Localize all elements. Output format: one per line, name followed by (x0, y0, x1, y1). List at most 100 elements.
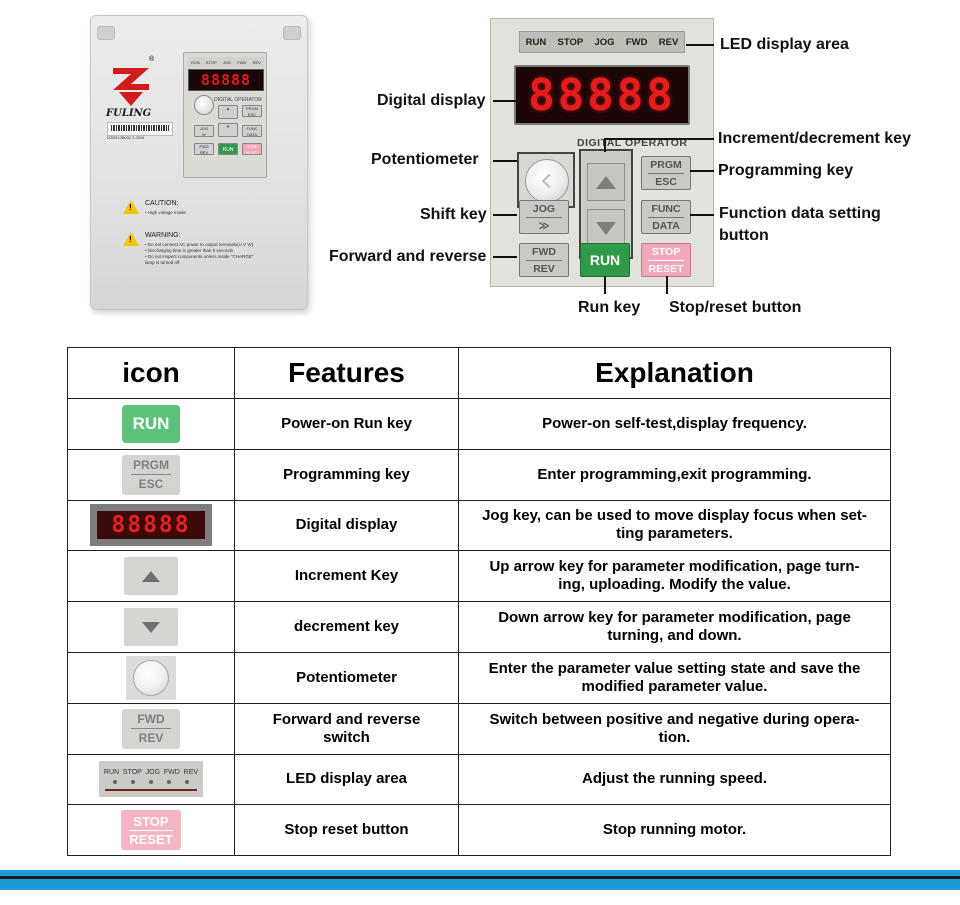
up-arrow-icon (124, 557, 178, 596)
icon-cell: RUN (67, 398, 235, 450)
icon-cell: 88888 (67, 499, 235, 552)
callout-line-prgm (690, 170, 714, 172)
mini-jog-key: JOG≫ (194, 125, 214, 137)
mount-notch-left (97, 26, 115, 40)
mini-digital-display: 88888 (188, 69, 264, 91)
feature-cell: Digital display (234, 499, 459, 552)
decrement-key[interactable] (587, 209, 625, 247)
explanation-cell: Down arrow key for parameter modificatio… (458, 601, 891, 653)
callout-digital-display: Digital display (377, 92, 486, 109)
mini-up-key: ▲ (218, 105, 238, 119)
warning-icon (123, 232, 139, 246)
icon-cell (67, 601, 235, 653)
table-row: RUN Power-on Run key Power-on self-test,… (67, 398, 891, 450)
callout-line-func (690, 214, 714, 216)
run-key[interactable]: RUN (580, 243, 630, 277)
callout-function-data-line1: Function data setting (719, 205, 881, 222)
run-key-icon: RUN (122, 404, 180, 443)
callout-line-incdec-v (604, 138, 606, 152)
bottom-stripe-blue-top (0, 870, 960, 876)
led-fwd: FWD (625, 36, 648, 48)
header-icon: icon (67, 347, 235, 399)
led-stop: STOP (557, 36, 584, 48)
down-arrow-icon (124, 608, 178, 647)
callout-programming-key: Programming key (718, 162, 854, 179)
digital-display-icon: 88888 (90, 504, 212, 547)
callout-line-shift (493, 214, 517, 216)
barcode-label (107, 122, 173, 136)
mini-potentiometer-icon (194, 95, 214, 115)
increment-key[interactable] (587, 163, 625, 201)
shift-key[interactable]: JOG≫ (519, 200, 569, 234)
registered-mark: ® (149, 56, 155, 63)
callout-line-pot (493, 160, 517, 162)
led-rev: REV (658, 36, 679, 48)
explanation-cell: Up arrow key for parameter modification,… (458, 550, 891, 603)
led-jog: JOG (594, 36, 615, 48)
explanation-cell: Adjust the running speed. (458, 753, 891, 806)
explanation-cell: Enter the parameter value setting state … (458, 651, 891, 704)
increment-decrement-key (579, 149, 633, 259)
caution-warning-icon (123, 200, 139, 214)
caution-title: CAUTION: (145, 200, 179, 207)
callout-led-display-area: LED display area (720, 36, 849, 53)
explanation-cell: Switch between positive and negative dur… (458, 702, 891, 755)
mount-notch-right (283, 26, 301, 40)
table-header-row: icon Features Explanation (67, 347, 891, 399)
header-features: Features (234, 347, 459, 399)
feature-cell: Stop reset button (234, 804, 459, 857)
mini-run-key: RUN (218, 143, 238, 155)
explanation-cell: Enter programming,exit programming. (458, 448, 891, 501)
callout-forward-reverse: Forward and reverse (329, 248, 487, 265)
bottom-stripe-dark (0, 876, 960, 879)
potentiometer-icon (126, 655, 176, 700)
warning-title: WARNING: (145, 232, 181, 239)
table-row: Potentiometer Enter the parameter value … (67, 651, 891, 704)
callout-function-data-line2: button (719, 227, 769, 244)
bottom-stripe-blue-bottom (0, 879, 960, 890)
icon-cell (67, 550, 235, 603)
callout-line-display (493, 100, 521, 102)
callout-potentiometer: Potentiometer (371, 151, 479, 168)
feature-cell: Potentiometer (234, 651, 459, 704)
display-digits: 88888 (528, 69, 676, 121)
warning-text: • Do not connect AC power to output term… (145, 242, 255, 265)
features-table: icon Features Explanation RUN Power-on R… (67, 347, 891, 857)
caution-line: • High voltage inside (145, 210, 186, 215)
feature-cell: Power-on Run key (234, 398, 459, 450)
callout-line-run (604, 276, 606, 294)
mini-panel-title: DIGITAL OPERATOR (214, 97, 262, 103)
serial-label: DZB312B002 2.2KW (107, 135, 145, 140)
callout-line-incdec-h (604, 138, 714, 140)
callout-increment-decrement: Increment/decrement key (718, 130, 911, 147)
led-display-area: RUN STOP JOG FWD REV (519, 31, 685, 53)
header-explanation: Explanation (458, 347, 891, 399)
up-arrow-icon (596, 175, 616, 189)
feature-cell: Forward and reverse switch (234, 702, 459, 755)
table-row: decrement key Down arrow key for paramet… (67, 601, 891, 653)
callout-stop-reset: Stop/reset button (669, 299, 802, 316)
table-row: Increment Key Up arrow key for parameter… (67, 550, 891, 603)
callout-line-stop (666, 276, 668, 294)
digital-display: 88888 (514, 65, 690, 125)
callout-line-led (686, 44, 714, 46)
